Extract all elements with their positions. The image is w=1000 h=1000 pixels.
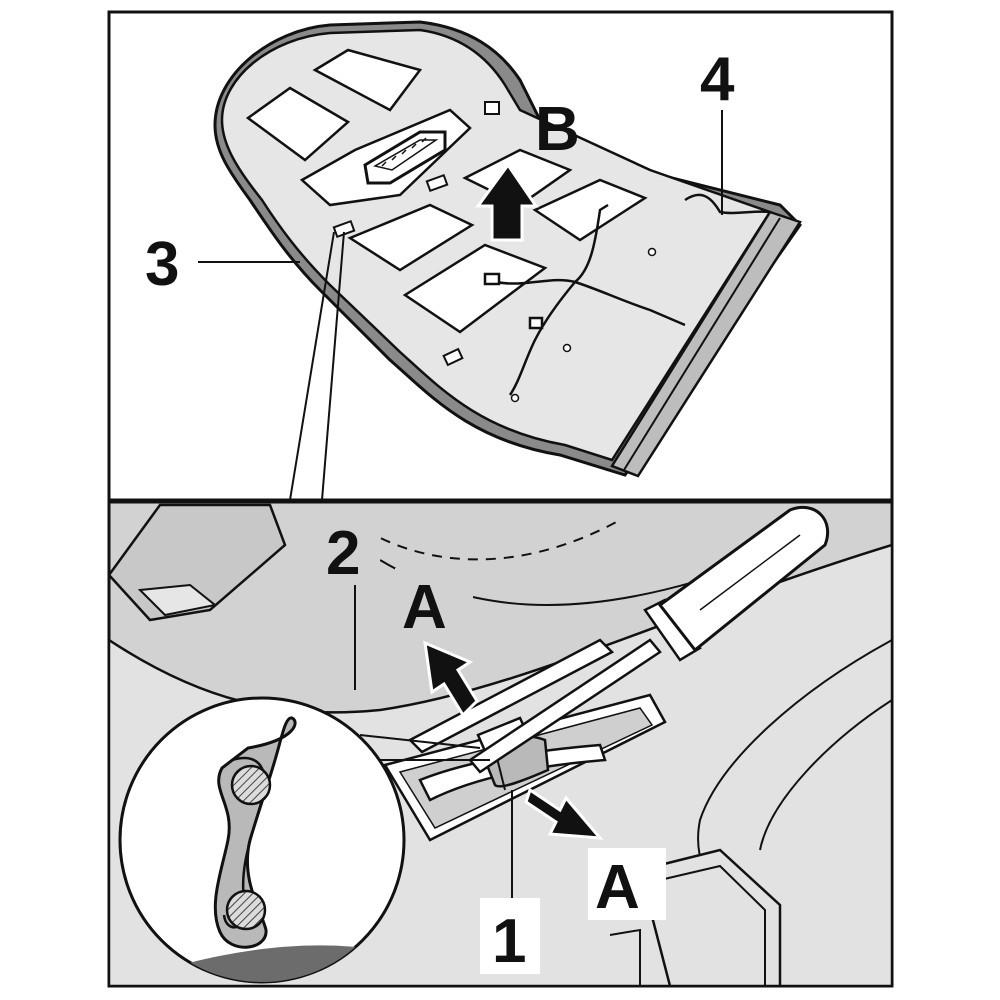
clip-slot-4 [442,347,464,367]
recess-pad-7 [532,178,648,242]
clip-slot-1 [332,219,356,239]
recess-pad-1 [245,86,351,162]
wire-section-bottom [225,889,267,931]
connector-block [363,130,447,185]
push-arrow-icon [524,787,604,840]
label-4: 4 [700,45,735,114]
pull-arrow-icon [423,640,479,718]
clip-channel [407,638,615,754]
zoom-leader-right [321,231,345,501]
label-a-lower: A [595,853,640,922]
label-a-upper: A [402,573,447,642]
label-b: B [535,95,580,164]
wire-section-top [230,764,272,806]
label-3: 3 [145,230,179,299]
bottom-panel: 2 A A 1 [107,500,894,988]
recess-pad-5 [402,243,548,334]
label-2: 2 [326,519,360,588]
up-arrow-icon [475,162,539,242]
label-1: 1 [492,907,526,976]
screwdriver-icon [468,505,830,774]
zoom-leader-left [289,231,335,501]
wiring-harness [483,193,771,396]
clip-slot-2 [425,173,449,193]
bracket [638,848,782,986]
trim-edge [610,210,802,478]
clip-slot-3 [484,101,500,115]
recess-pad-2 [312,48,423,112]
lid-inner-surface [220,28,772,462]
recess-pad-4 [347,203,475,272]
top-panel: B 3 4 [107,10,894,502]
